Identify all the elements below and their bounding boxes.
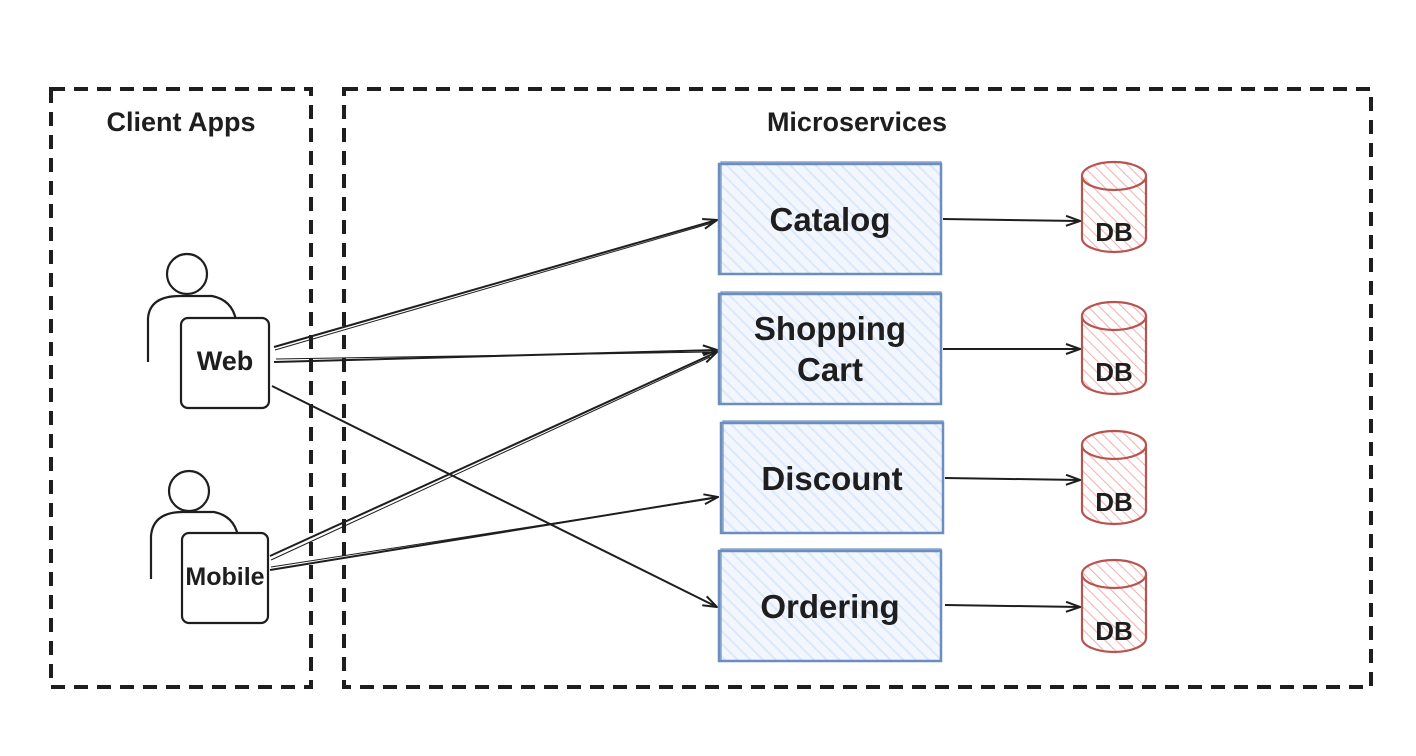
client-apps-title: Client Apps [106, 107, 255, 137]
microservices-boundary [342, 87, 1373, 689]
arrow-web-to-catalog-sketch [274, 222, 713, 351]
shopping-cart-service-label-line2: Cart [797, 351, 863, 388]
client-arrows [269, 220, 718, 607]
client-apps-boundary [49, 87, 313, 689]
database-icon [1080, 300, 1148, 396]
microservices-group: Microservices [342, 87, 1373, 689]
shopping-cart-service-label-line1: Shopping [754, 310, 906, 347]
service-catalog: Catalog [717, 161, 943, 276]
arrow-discount-to-db [944, 478, 1080, 480]
database-icon [1080, 160, 1148, 254]
db-ordering: DB [1080, 558, 1148, 654]
arrow-mobile-to-discount-sketch [270, 498, 711, 568]
db-discount: DB [1080, 429, 1148, 526]
web-client-label: Web [197, 346, 254, 376]
arrow-web-to-shopping-cart-sketch [275, 351, 711, 360]
arrow-web-to-shopping-cart [273, 350, 717, 363]
arrow-ordering-to-db [944, 605, 1080, 607]
arrow-web-to-ordering [271, 385, 717, 607]
mobile-client-box [180, 531, 270, 625]
db-label: DB [1095, 487, 1133, 517]
discount-service-box-sketch [722, 420, 944, 534]
catalog-service-label: Catalog [769, 201, 890, 238]
shopping-cart-service-box-sketch [720, 291, 942, 405]
arrow-web-to-catalog [273, 220, 717, 348]
client-mobile: Mobile [149, 469, 270, 625]
database-icon [1080, 429, 1148, 526]
arrow-catalog-to-db [942, 219, 1080, 221]
mobile-client-label: Mobile [185, 563, 264, 591]
service-shopping-cart: Shopping Cart [717, 291, 943, 406]
arrow-mobile-to-shopping-cart [269, 352, 717, 557]
db-arrows [942, 219, 1080, 607]
discount-service-label: Discount [761, 460, 902, 497]
client-apps-group: Client Apps [49, 87, 313, 689]
db-shopping-cart: DB [1080, 300, 1148, 396]
ordering-service-box-sketch [720, 548, 942, 662]
db-label: DB [1095, 616, 1133, 646]
db-label: DB [1095, 217, 1133, 247]
discount-service-box [719, 421, 945, 535]
db-label: DB [1095, 357, 1133, 387]
client-web: Web [146, 252, 271, 410]
ordering-service-label: Ordering [760, 588, 899, 625]
catalog-service-box [717, 162, 943, 276]
database-icon [1080, 558, 1148, 654]
ordering-service-box [717, 549, 943, 663]
arrow-mobile-to-shopping-cart-sketch [270, 356, 711, 561]
service-ordering: Ordering [717, 548, 943, 663]
microservices-title: Microservices [767, 107, 947, 137]
catalog-service-box-sketch [720, 161, 942, 275]
web-client-box [179, 316, 271, 410]
service-discount: Discount [719, 420, 945, 535]
db-catalog: DB [1080, 160, 1148, 254]
